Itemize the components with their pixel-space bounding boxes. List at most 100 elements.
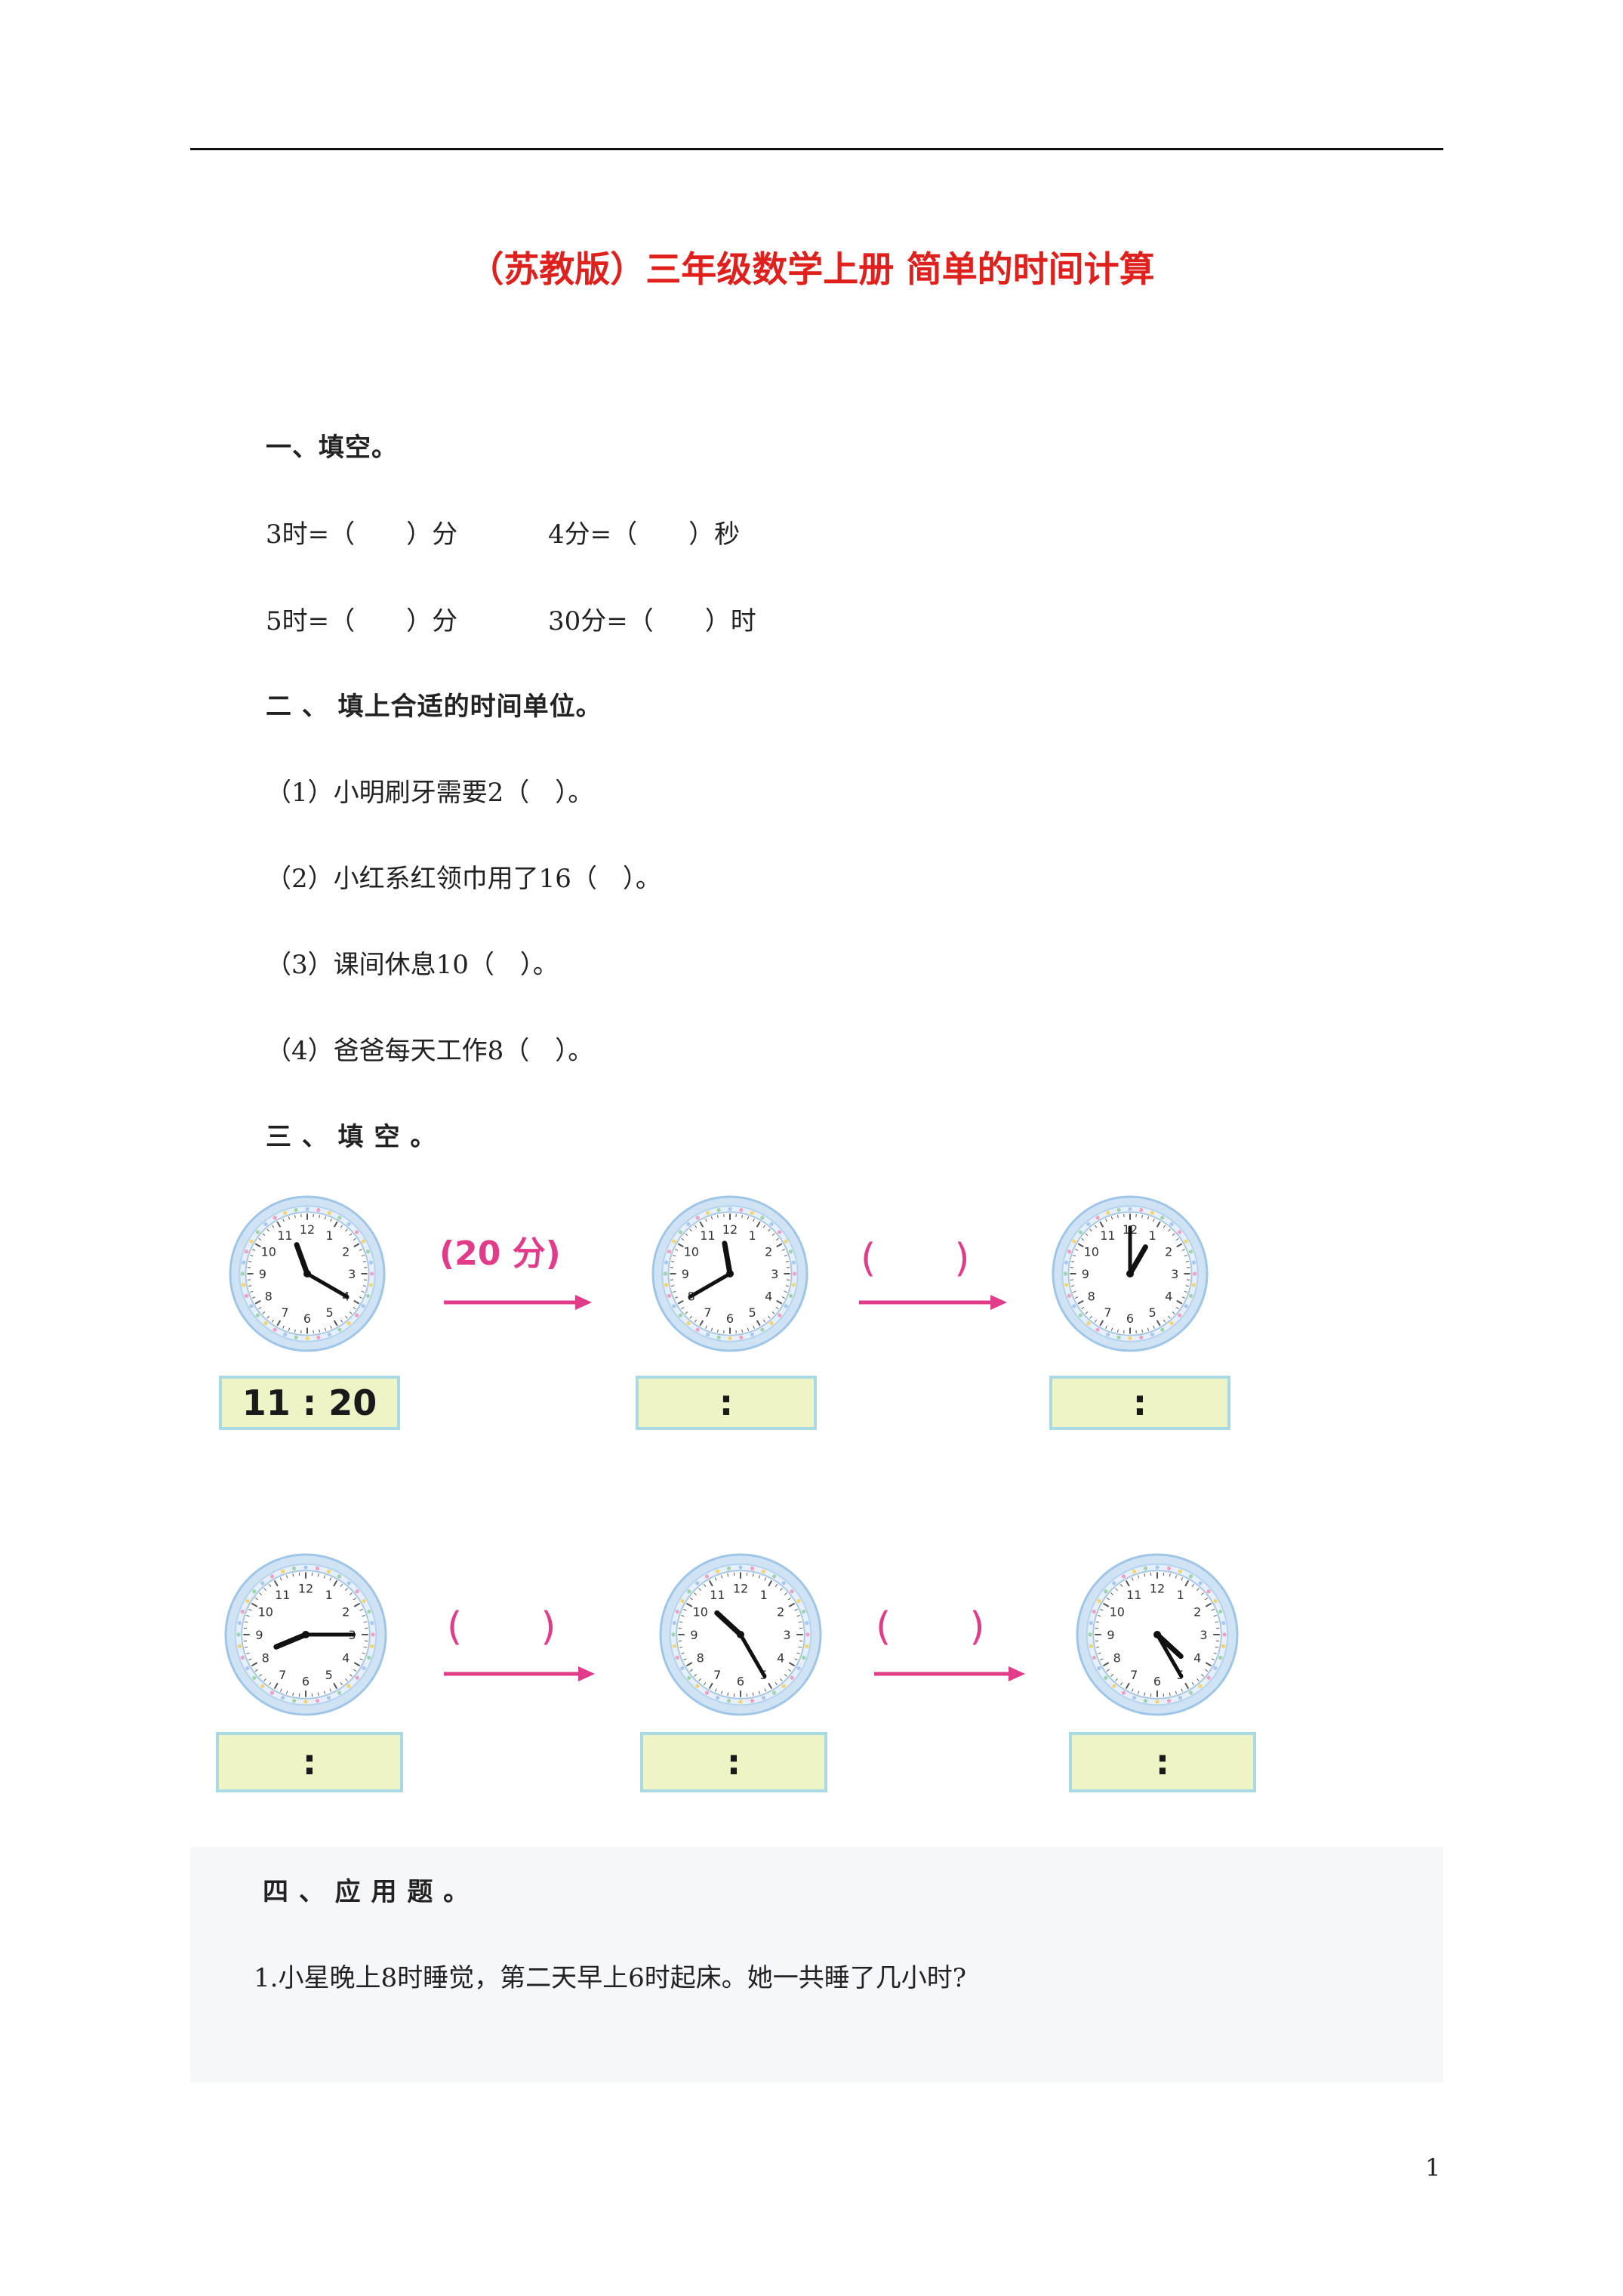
document-title: （苏教版）三年级数学上册 简单的时间计算 <box>468 249 1155 291</box>
clock-face-3: 121234567891011 <box>1052 1195 1209 1352</box>
hour-hand <box>714 1610 744 1638</box>
clock-face-2: 121234567891011 <box>651 1195 808 1352</box>
clock-number: 12 <box>722 1222 738 1237</box>
s1-row2-left: 5时=（ ）分 <box>266 606 458 636</box>
clock-number: 12 <box>298 1582 313 1596</box>
clock-number: 6 <box>737 1674 744 1688</box>
hour-hand <box>722 1240 733 1277</box>
clock-number: 8 <box>265 1290 273 1304</box>
clock-number: 7 <box>281 1305 288 1320</box>
clock-number: 11 <box>1126 1588 1141 1602</box>
clock-number: 2 <box>765 1244 772 1259</box>
application-panel: 四 、 应 用 题 。 1.小星晚上8时睡觉，第二天早上6时起床。她一共睡了几小… <box>190 1847 1443 2082</box>
s2-item-2: （2）小红系红领巾用了16（ ）。 <box>266 864 661 894</box>
interval-label-3: ( ) <box>447 1604 556 1650</box>
hour-hand <box>1127 1244 1148 1277</box>
minute-hand <box>305 1271 350 1299</box>
clock-number: 3 <box>1171 1267 1178 1281</box>
clock-number: 11 <box>700 1228 715 1243</box>
clock-number: 4 <box>765 1290 772 1304</box>
clock-number: 9 <box>690 1628 698 1642</box>
clock-number: 1 <box>748 1228 756 1243</box>
clock-number: 9 <box>259 1267 266 1281</box>
clock-number: 2 <box>1165 1244 1172 1259</box>
clock-number: 5 <box>1148 1305 1156 1320</box>
section3-heading: 三 、 填 空 。 <box>266 1122 437 1152</box>
minute-hand <box>1155 1632 1184 1678</box>
clock-number: 11 <box>1100 1228 1115 1243</box>
clock-number: 2 <box>342 1604 350 1619</box>
clock-number: 1 <box>1177 1588 1184 1602</box>
s4-question-1: 1.小星晚上8时睡觉，第二天早上6时起床。她一共睡了几小时? <box>254 1963 966 1993</box>
clock-number: 6 <box>1153 1674 1161 1688</box>
s1-row2-right: 30分=（ ）时 <box>548 606 756 636</box>
clock-number: 1 <box>325 1228 333 1243</box>
s2-item-1: （1）小明刷牙需要2（ ）。 <box>266 778 594 808</box>
clock-number: 9 <box>255 1628 263 1642</box>
clock-number: 12 <box>1150 1582 1165 1596</box>
clock-number: 7 <box>1104 1305 1111 1320</box>
page-number: 1 <box>1425 2153 1441 2182</box>
time-box-4: : <box>216 1732 403 1792</box>
hour-hand <box>294 1242 310 1277</box>
clock-number: 6 <box>303 1311 311 1326</box>
clock-number: 12 <box>733 1582 748 1596</box>
arrow-icon <box>444 1666 595 1681</box>
minute-hand <box>738 1632 767 1678</box>
clock-number: 10 <box>258 1604 273 1619</box>
clock-number: 5 <box>325 1668 333 1682</box>
clock-number: 7 <box>279 1668 286 1682</box>
clock-number: 2 <box>1193 1604 1201 1619</box>
s1-row1-right: 4分=（ ）秒 <box>548 519 741 550</box>
minute-hand <box>688 1271 732 1299</box>
clock-number: 8 <box>697 1651 704 1666</box>
clock-number: 3 <box>348 1267 356 1281</box>
clock-number: 7 <box>713 1668 721 1682</box>
header-rule <box>190 148 1443 150</box>
clock-number: 12 <box>300 1222 315 1237</box>
clock-number: 11 <box>275 1588 290 1602</box>
arrow-icon <box>859 1295 1007 1310</box>
clock-number: 3 <box>1200 1628 1207 1642</box>
clock-number: 10 <box>684 1244 699 1259</box>
clock-number: 10 <box>1084 1244 1099 1259</box>
clock-number: 5 <box>325 1305 333 1320</box>
clock-face-1: 121234567891011 <box>229 1195 386 1352</box>
clock-number: 2 <box>777 1604 784 1619</box>
clock-number: 9 <box>1082 1267 1089 1281</box>
clock-number: 6 <box>726 1311 734 1326</box>
clock-number: 1 <box>1148 1228 1156 1243</box>
section2-heading: 二 、 填上合适的时间单位。 <box>266 692 602 722</box>
clock-number: 4 <box>342 1651 350 1666</box>
clock-number: 11 <box>277 1228 292 1243</box>
clock-number: 9 <box>1107 1628 1114 1642</box>
clock-number: 1 <box>760 1588 768 1602</box>
clock-number: 7 <box>704 1305 711 1320</box>
clock-number: 8 <box>262 1651 269 1666</box>
clock-number: 4 <box>777 1651 784 1666</box>
section1-heading: 一、填空。 <box>266 433 398 463</box>
clock-number: 4 <box>1165 1290 1172 1304</box>
clock-number: 6 <box>302 1674 310 1688</box>
clock-face-5: 121234567891011 <box>659 1553 822 1716</box>
clock-number: 10 <box>1110 1604 1125 1619</box>
clock-number: 4 <box>1193 1651 1201 1666</box>
clock-number: 5 <box>748 1305 756 1320</box>
clock-number: 3 <box>783 1628 790 1642</box>
arrow-icon <box>874 1666 1025 1681</box>
clock-number: 10 <box>693 1604 708 1619</box>
interval-label-2: ( ) <box>861 1236 970 1281</box>
s1-row1-left: 3时=（ ）分 <box>266 519 458 550</box>
clock-number: 9 <box>682 1267 689 1281</box>
arrow-icon <box>444 1295 592 1310</box>
clock-number: 2 <box>342 1244 350 1259</box>
clock-number: 8 <box>1113 1651 1121 1666</box>
clock-number: 10 <box>261 1244 276 1259</box>
clock-number: 8 <box>1088 1290 1095 1304</box>
time-box-1: 11 : 20 <box>219 1376 400 1430</box>
hour-hand <box>273 1632 309 1650</box>
interval-label-1: (20 分) <box>439 1234 561 1273</box>
clock-number: 7 <box>1130 1668 1138 1682</box>
section4-heading: 四 、 应 用 题 。 <box>263 1877 470 1907</box>
